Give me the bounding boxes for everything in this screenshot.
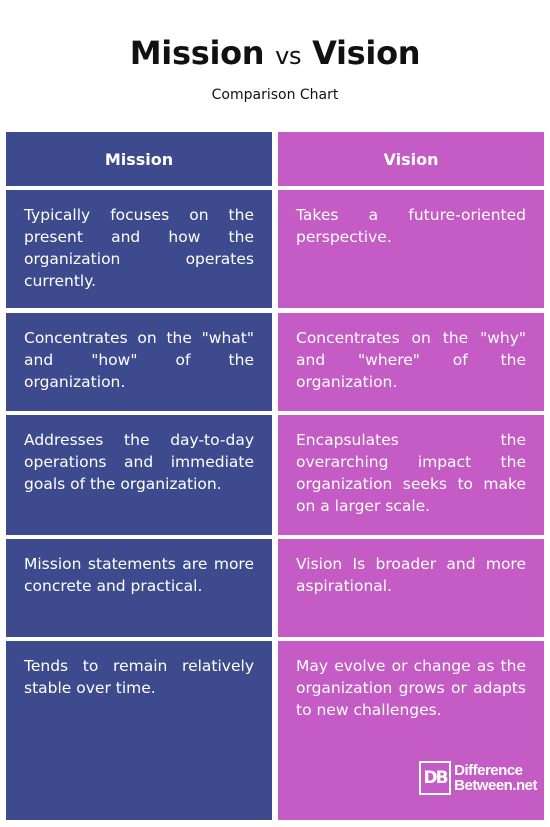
mission-cell-2: Concentrates on the "what" and "how" of … bbox=[6, 313, 272, 411]
db-logo-icon: DB bbox=[419, 761, 452, 795]
title-vs: vs bbox=[275, 42, 302, 70]
page-title: Mission vs Vision bbox=[0, 34, 550, 72]
mission-cell-1: Typically focuses on the present and how… bbox=[6, 190, 272, 308]
title-vision: Vision bbox=[312, 34, 421, 72]
title-mission: Mission bbox=[129, 34, 265, 72]
vision-cell-3: Encapsulates the overarching impact the … bbox=[278, 415, 544, 535]
mission-cell-3: Addresses the day-to-day operations and … bbox=[6, 415, 272, 535]
vision-cell-4: Vision Is broader and more aspirational. bbox=[278, 539, 544, 637]
difference-between-logo: DB Difference Between.net bbox=[419, 758, 537, 798]
subtitle: Comparison Chart bbox=[211, 87, 339, 103]
mission-cell-5: Tends to remain relatively stable over t… bbox=[6, 641, 272, 820]
vision-cell-1: Takes a future-oriented perspective. bbox=[278, 190, 544, 308]
column-header-mission: Mission bbox=[6, 132, 272, 186]
logo-text: Difference Between.net bbox=[454, 763, 537, 793]
vision-cell-2: Concentrates on the "why" and "where" of… bbox=[278, 313, 544, 411]
logo-line-2: Between.net bbox=[454, 777, 537, 794]
mission-cell-4: Mission statements are more concrete and… bbox=[6, 539, 272, 637]
logo-line-1: Difference bbox=[454, 762, 523, 779]
column-header-vision: Vision bbox=[278, 132, 544, 186]
vision-cell-5: May evolve or change as the organization… bbox=[278, 641, 544, 820]
